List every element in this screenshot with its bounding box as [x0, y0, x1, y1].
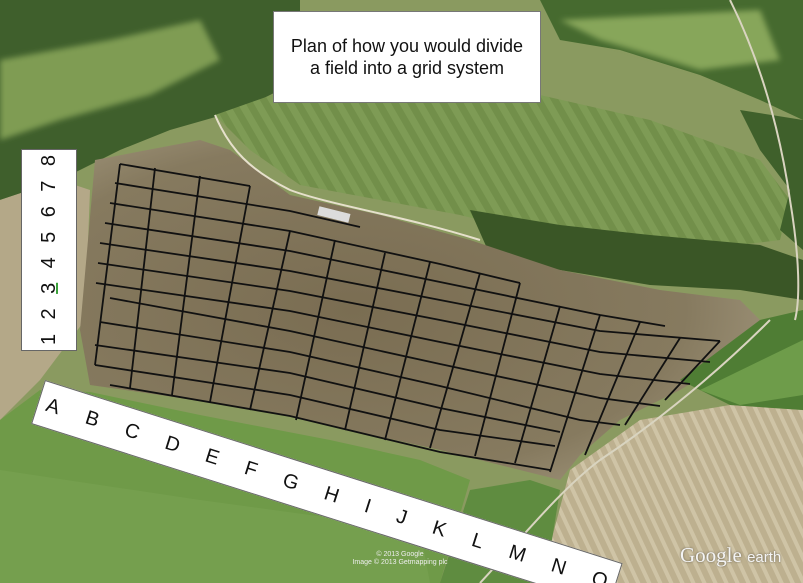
column-label: C [121, 418, 143, 444]
row-label: 5 [37, 231, 60, 243]
column-label: B [82, 406, 103, 432]
credit-line: Image © 2013 Getmapping plc [352, 559, 448, 566]
logo-main: Google [680, 543, 742, 567]
column-label: M [506, 540, 529, 567]
row-label: 6 [37, 206, 60, 218]
row-label: 3 [37, 282, 60, 294]
light-field [540, 405, 803, 583]
column-label: K [429, 516, 450, 542]
credit-line: © 2013 Google [376, 551, 424, 558]
column-label: E [202, 444, 223, 470]
column-label: G [280, 468, 302, 495]
logo-suffix: earth [747, 549, 782, 566]
column-label: O [589, 566, 611, 583]
column-label: D [162, 431, 183, 457]
column-label: H [321, 481, 342, 508]
column-label: J [393, 504, 410, 529]
column-label: A [43, 393, 63, 419]
column-label: I [361, 494, 374, 518]
column-label: N [548, 553, 570, 580]
column-label: L [469, 528, 487, 554]
row-number-labels: 1 2 3 4 5 6 7 8 [21, 149, 77, 351]
row-label: 1 [37, 333, 60, 345]
forest-strip [470, 210, 803, 300]
imagery-credit: © 2013 Google Image © 2013 Getmapping pl… [330, 551, 470, 567]
green-field [215, 70, 790, 250]
row-label: 8 [37, 155, 60, 167]
column-label: F [241, 456, 261, 482]
row-label: 7 [37, 180, 60, 192]
title-text: Plan of how you would divide a field int… [290, 36, 524, 78]
field-grid [94, 163, 721, 473]
google-earth-logo: Google earth [680, 543, 781, 568]
title-box: Plan of how you would divide a field int… [273, 11, 541, 103]
row-label: 2 [37, 308, 60, 320]
row-number-strip: 1 2 3 4 5 6 7 8 [21, 149, 77, 351]
row-label: 4 [37, 257, 60, 269]
